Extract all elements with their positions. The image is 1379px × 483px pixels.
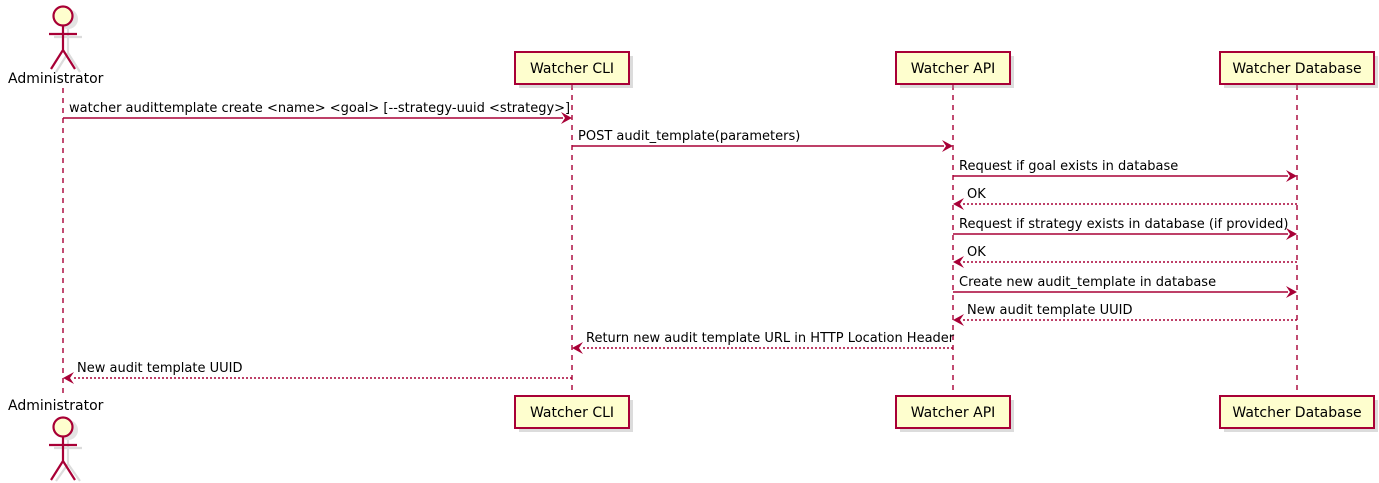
actor-body-icon bbox=[49, 26, 77, 70]
participant-label-watcher-api: Watcher API bbox=[911, 405, 996, 421]
message-arrowhead-2 bbox=[942, 140, 953, 152]
message-7[interactable]: Create new audit_template in database bbox=[953, 275, 1297, 298]
messages-group: watcher audittemplate create <name> <goa… bbox=[63, 101, 1297, 384]
message-5[interactable]: Request if strategy exists in database (… bbox=[953, 217, 1297, 240]
participant-box-watcher-cli-top[interactable]: Watcher CLI bbox=[514, 51, 633, 88]
actor-administrator-bottom[interactable]: Administrator bbox=[8, 398, 104, 482]
message-label-6: OK bbox=[967, 245, 986, 260]
message-9[interactable]: Return new audit template URL in HTTP Lo… bbox=[572, 331, 955, 354]
box-fill bbox=[1219, 395, 1375, 429]
actor-head-icon bbox=[52, 5, 74, 27]
message-label-4: OK bbox=[967, 187, 986, 202]
message-arrowhead-6 bbox=[953, 256, 964, 268]
message-arrowhead-4 bbox=[953, 198, 964, 210]
message-arrowhead-1 bbox=[561, 112, 572, 124]
message-arrowhead-8 bbox=[953, 314, 964, 326]
message-label-10: New audit template UUID bbox=[77, 361, 242, 376]
message-3[interactable]: Request if goal exists in database bbox=[953, 159, 1297, 182]
box-fill bbox=[895, 395, 1011, 429]
box-fill bbox=[514, 395, 630, 429]
message-2[interactable]: POST audit_template(parameters) bbox=[572, 129, 953, 152]
actor-label-administrator-top: Administrator bbox=[8, 71, 104, 87]
participant-box-watcher-database-bottom[interactable]: Watcher Database bbox=[1219, 395, 1378, 432]
actor-head-icon-bottom bbox=[52, 416, 74, 438]
message-arrowhead-9 bbox=[572, 342, 583, 354]
message-label-3: Request if goal exists in database bbox=[959, 159, 1178, 174]
box-fill bbox=[895, 51, 1011, 85]
participant-label-watcher-database: Watcher Database bbox=[1232, 61, 1361, 77]
participant-label-watcher-api: Watcher API bbox=[911, 61, 996, 77]
participant-box-watcher-database-top[interactable]: Watcher Database bbox=[1219, 51, 1378, 88]
message-arrowhead-5 bbox=[1286, 228, 1297, 240]
actor-body-icon-bottom bbox=[49, 437, 77, 481]
message-label-8: New audit template UUID bbox=[967, 303, 1132, 318]
actor-label-administrator-bottom: Administrator bbox=[8, 398, 104, 414]
participant-label-watcher-cli: Watcher CLI bbox=[530, 61, 614, 77]
message-label-2: POST audit_template(parameters) bbox=[578, 129, 800, 144]
message-label-7: Create new audit_template in database bbox=[959, 275, 1216, 290]
message-label-9: Return new audit template URL in HTTP Lo… bbox=[586, 331, 955, 346]
participant-label-watcher-cli: Watcher CLI bbox=[530, 405, 614, 421]
message-arrowhead-7 bbox=[1286, 286, 1297, 298]
message-8[interactable]: New audit template UUID bbox=[953, 303, 1297, 326]
lifelines-group bbox=[62, 85, 1298, 398]
message-arrowhead-10 bbox=[63, 372, 74, 384]
participant-box-watcher-api-bottom[interactable]: Watcher API bbox=[895, 395, 1014, 432]
participant-label-watcher-database: Watcher Database bbox=[1232, 405, 1361, 421]
message-10[interactable]: New audit template UUID bbox=[63, 361, 572, 384]
actor-administrator-top[interactable]: Administrator bbox=[8, 5, 104, 88]
participant-box-watcher-api-top[interactable]: Watcher API bbox=[895, 51, 1014, 88]
box-fill bbox=[514, 51, 630, 85]
message-label-1: watcher audittemplate create <name> <goa… bbox=[69, 101, 570, 116]
box-fill bbox=[1219, 51, 1375, 85]
participant-boxes-group: Watcher CLI Watcher CLI Watcher API Watcher… bbox=[514, 51, 1378, 432]
participant-box-watcher-cli-bottom[interactable]: Watcher CLI bbox=[514, 395, 633, 432]
message-arrowhead-3 bbox=[1286, 170, 1297, 182]
message-1[interactable]: watcher audittemplate create <name> <goa… bbox=[63, 101, 572, 124]
message-label-5: Request if strategy exists in database (… bbox=[959, 217, 1288, 232]
message-4[interactable]: OK bbox=[953, 187, 1297, 210]
message-6[interactable]: OK bbox=[953, 245, 1297, 268]
